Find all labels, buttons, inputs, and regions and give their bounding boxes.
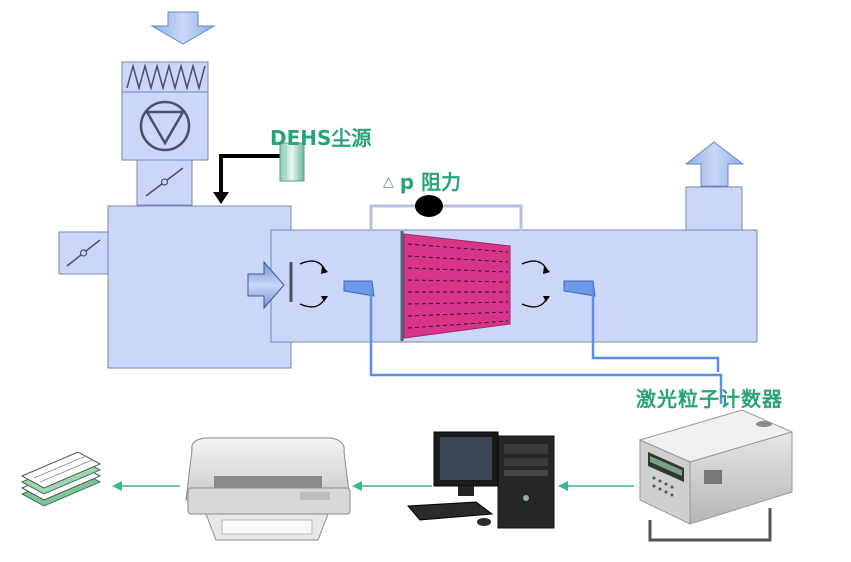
delta-symbol: △ — [383, 174, 394, 190]
dust-feed-line — [213, 154, 281, 204]
outlet-stub — [685, 186, 743, 231]
sampling-probe-icon — [343, 280, 375, 297]
filter-icon — [403, 233, 511, 339]
sample-lines — [369, 291, 723, 404]
up-airflow-arrow-icon — [684, 141, 745, 187]
pressure-drop-label: △ p 阻力 — [383, 166, 461, 195]
dust-nozzle-icon — [279, 142, 305, 182]
upstream-baffle — [289, 260, 328, 308]
data-flow-arrows — [112, 481, 634, 491]
downstream-probe-icon — [563, 280, 596, 297]
pressure-drop-text: p 阻力 — [399, 170, 462, 194]
particle-counter-label: 激光粒子计数器 — [636, 387, 783, 411]
printout-icon — [20, 451, 102, 507]
dust-source-label: DEHS尘源 — [270, 126, 372, 150]
computer-icon — [406, 431, 555, 529]
pressure-gauge-icon — [369, 195, 523, 231]
downstream-flow-curls — [521, 260, 550, 308]
side-damper-icon — [58, 231, 109, 275]
inlet-prefilter — [121, 61, 209, 93]
damper-icon — [136, 159, 193, 206]
fan-icon — [121, 91, 209, 161]
duct-inlet-arrow-icon — [247, 260, 285, 310]
printer-icon — [185, 437, 351, 541]
particle-counter-icon — [638, 409, 794, 542]
down-airflow-arrow-icon — [150, 11, 216, 45]
